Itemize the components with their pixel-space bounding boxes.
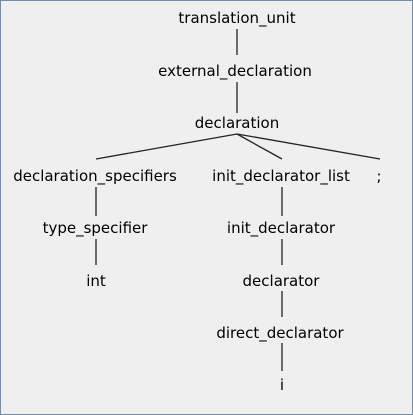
node-init-declarator: init_declarator [226, 219, 336, 237]
node-translation-unit: translation_unit [178, 9, 296, 27]
node-semicolon: ; [376, 167, 382, 185]
node-int: int [86, 272, 106, 290]
edge-n2-n5 [236, 133, 381, 160]
node-type-specifier: type_specifier [42, 219, 148, 237]
edge-n2-n4 [236, 133, 283, 160]
node-direct-declarator: direct_declarator [216, 324, 344, 342]
node-i: i [279, 376, 285, 394]
node-declaration-specifiers: declaration_specifiers [13, 167, 177, 185]
node-init-declarator-list: init_declarator_list [212, 167, 350, 185]
node-external-declaration: external_declaration [158, 62, 312, 80]
edge-n2-n3 [95, 133, 238, 160]
node-declarator: declarator [242, 272, 320, 290]
node-declaration: declaration [194, 114, 280, 132]
